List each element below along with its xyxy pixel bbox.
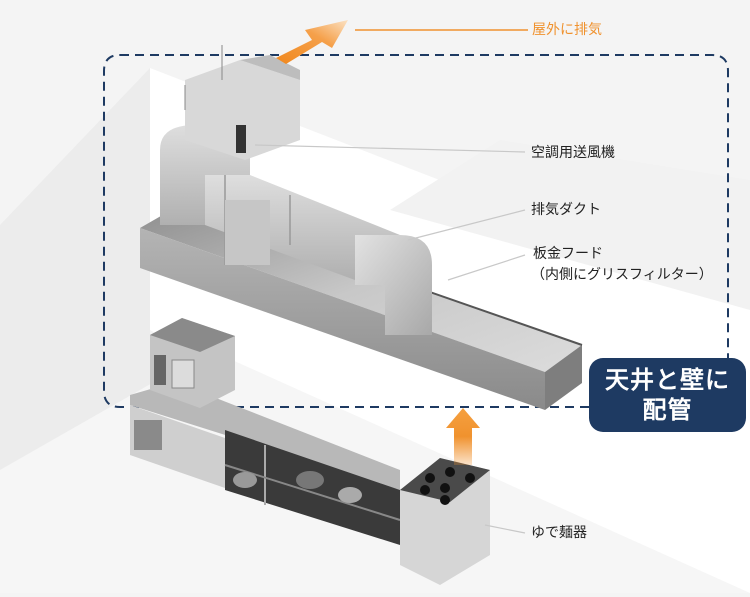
exhaust-duct bbox=[160, 125, 432, 335]
counter-top bbox=[130, 382, 400, 490]
boiler-basket bbox=[420, 485, 430, 495]
refrigerator-vent bbox=[134, 420, 162, 450]
boiler-basket bbox=[440, 495, 450, 505]
steam-up-arrow bbox=[446, 408, 480, 465]
blower-leader bbox=[254, 144, 526, 153]
duct-label: 排気ダクト bbox=[531, 202, 601, 218]
air-blower bbox=[184, 45, 300, 160]
blower-label: 空調用送風機 bbox=[531, 145, 615, 161]
exhaust-outdoor-arrow bbox=[276, 20, 348, 64]
hood-front bbox=[140, 228, 545, 410]
boiler-basket bbox=[440, 483, 450, 493]
boiler-leader bbox=[484, 524, 526, 534]
shelf-board bbox=[224, 464, 401, 521]
boiler-basket bbox=[445, 467, 455, 477]
duct-drop bbox=[355, 235, 432, 335]
pot bbox=[338, 487, 362, 503]
badge-line-2: 配管 bbox=[642, 396, 693, 424]
boiler-label: ゆで麺器 bbox=[531, 525, 587, 541]
ceiling-shade bbox=[390, 140, 750, 310]
boiler-basket bbox=[465, 473, 475, 483]
hood-note-label: （内側にグリスフィルター） bbox=[531, 267, 713, 283]
oven-door-window bbox=[171, 359, 195, 389]
hood-leader bbox=[447, 254, 526, 281]
duct-riser bbox=[225, 200, 270, 265]
pot bbox=[233, 472, 257, 488]
blower-motor bbox=[236, 125, 246, 153]
noodle-boiler bbox=[400, 458, 490, 585]
kitchen-counter bbox=[130, 382, 401, 545]
piping-callout-badge: 天井と壁に 配管 bbox=[589, 358, 746, 432]
blower-body bbox=[185, 60, 300, 160]
hood-label: 板金フード bbox=[533, 246, 603, 262]
oven-top bbox=[150, 318, 235, 352]
combi-oven bbox=[150, 318, 235, 408]
leader-lines bbox=[254, 144, 526, 534]
boiler-basket bbox=[425, 473, 435, 483]
duct-leader bbox=[407, 209, 526, 241]
oven-control-panel bbox=[154, 355, 166, 385]
pot bbox=[296, 471, 324, 489]
piping-area-border bbox=[103, 54, 729, 408]
badge-line-1: 天井と壁に bbox=[605, 366, 730, 394]
hood-side bbox=[545, 345, 582, 410]
blower-top bbox=[240, 55, 300, 80]
exhaust-outdoor-label: 屋外に排気 bbox=[532, 22, 602, 38]
